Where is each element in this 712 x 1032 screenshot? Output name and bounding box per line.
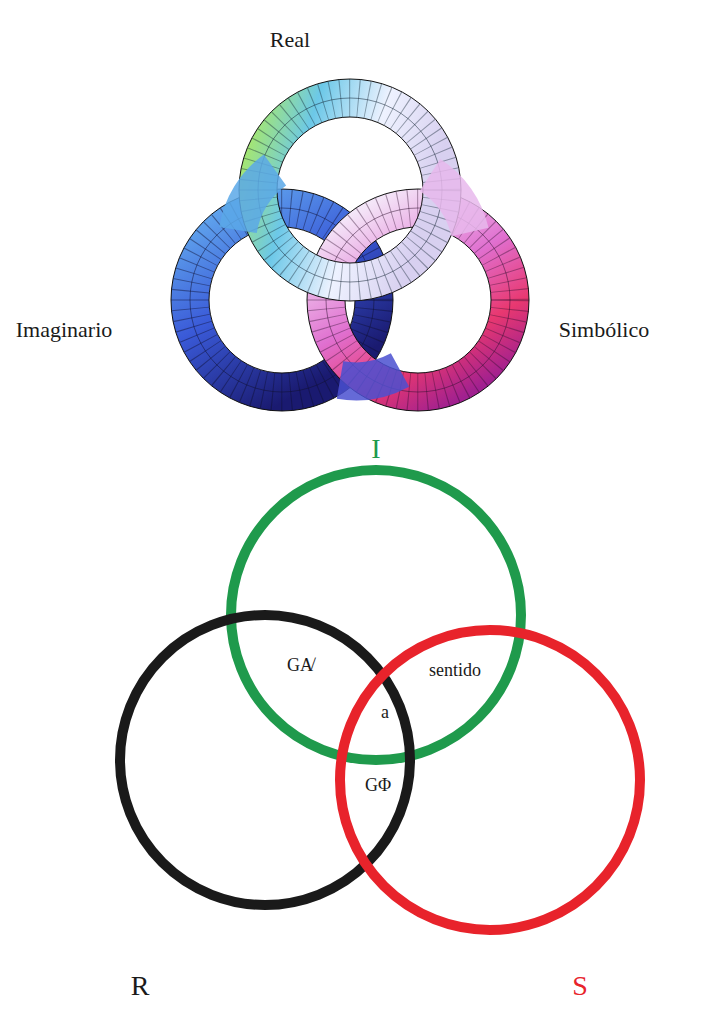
register-letter: I — [371, 434, 380, 465]
circle-stroke — [340, 630, 640, 930]
ring-name: Simbólico — [559, 317, 649, 342]
register-letter: S — [572, 971, 588, 1002]
region-label: a — [381, 702, 389, 723]
region-label: sentido — [429, 660, 481, 681]
ring-name: Imaginario — [16, 317, 113, 342]
ring-name: Real — [270, 27, 310, 52]
register-letter: R — [131, 971, 150, 1002]
region-label: GΦ — [365, 775, 391, 796]
ring-crossing-over — [238, 170, 470, 381]
region-label: GA̸ — [287, 655, 313, 676]
